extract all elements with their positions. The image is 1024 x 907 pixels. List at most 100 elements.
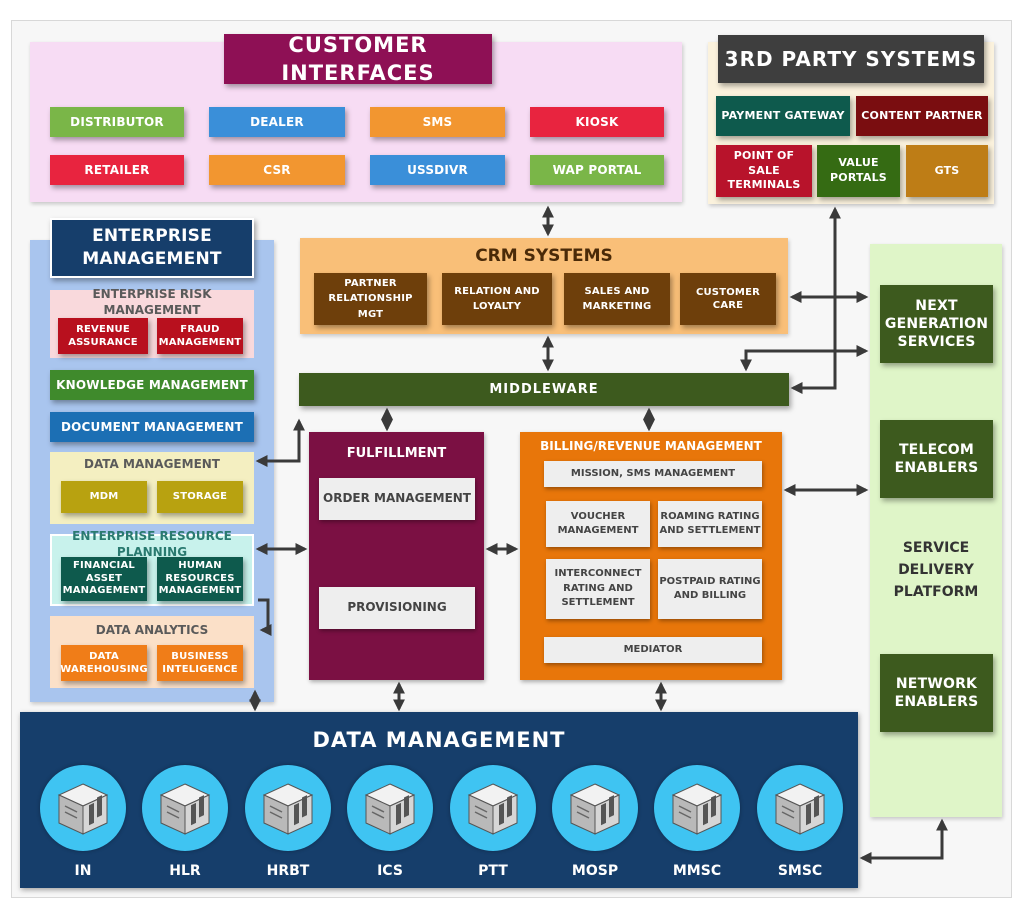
te-line1: TELECOM [898,441,975,458]
fraud-management-line2: MANAGEMENT [158,337,242,348]
server-icon [450,765,536,851]
business-intelligence: BUSINESS INTELIGENCE [157,645,243,681]
arrow-datamgmt-middleware [255,418,305,467]
knowledge-management: KNOWLEDGE MANAGEMENT [50,370,254,400]
roaming-line1: ROAMING RATING [660,510,760,522]
provisioning: PROVISIONING [319,587,475,629]
voucher-line1: VOUCHER [570,510,626,522]
crm-sales-line1: SALES AND [584,285,650,297]
server-label: MMSC [672,863,722,879]
tp-pos-line2: TERMINALS [727,178,801,192]
server-label: PTT [478,863,508,879]
voucher-line2: MANAGEMENT [557,525,639,536]
service-delivery-platform-label: SERVICE DELIVERY PLATFORM [870,536,1002,606]
storage-box: STORAGE [157,481,243,513]
customer-interfaces-title: CUSTOMER INTERFACES [224,33,492,85]
mission-sms-management: MISSION, SMS MANAGEMENT [544,461,762,487]
postpaid-line1: POSTPAID RATING [659,575,761,587]
financial-asset-management: FINANCIAL ASSET MANAGEMENT [61,557,147,601]
server-label: ICS [377,863,403,879]
human-resources-management: HUMAN RESOURCES MANAGEMENT [157,557,243,601]
crm-relation-loyalty: RELATION AND LOYALTY [442,273,552,325]
inter-line2: RATING AND [563,582,633,594]
ci-item-kiosk: KIOSK [530,107,664,137]
mediator: MEDIATOR [544,637,762,663]
document-management: DOCUMENT MANAGEMENT [50,412,254,442]
dw-line1: DATA [89,650,119,662]
crm-relation-line1: RELATION AND [454,285,540,297]
middleware-bar: MIDDLEWARE [299,373,789,406]
server-icon [552,765,638,851]
ci-item-ussdivr: USSDIVR [370,155,505,185]
hrm-line1: HUMAN [178,560,222,572]
enterprise-data-management-title: DATA MANAGEMENT [83,457,220,472]
tp-payment-gateway: PAYMENT GATEWAY [716,96,850,136]
ci-item-retailer: RETAILER [50,155,184,185]
fulfillment-title: FULFILLMENT [346,445,447,461]
sdp-line1: SERVICE [902,540,970,557]
voucher-management: VOUCHER MANAGEMENT [546,501,650,547]
roaming-line2: AND SETTLEMENT [659,525,761,536]
fam-line2: ASSET [85,572,123,584]
hrm-line3: MANAGEMENT [158,585,242,597]
crm-partner-relationship: PARTNER RELATIONSHIP MGT [314,273,427,325]
server-icon [654,765,740,851]
data-analytics-title: DATA ANALYTICS [95,623,209,638]
server-label: SMSC [777,863,823,879]
third-party-title: 3RD PARTY SYSTEMS [718,35,984,83]
fam-line1: FINANCIAL [72,560,135,572]
sdp-line2: DELIVERY [898,562,974,579]
data-management-title: DATA MANAGEMENT [312,728,566,753]
sdp-line3: PLATFORM [893,583,979,600]
bi-line2: INTELIGENCE [162,664,238,675]
interconnect-rating: INTERCONNECT RATING AND SETTLEMENT [546,559,650,619]
crm-relation-line2: LOYALTY [472,301,522,312]
order-management: ORDER MANAGEMENT [319,478,475,520]
ci-item-csr: CSR [209,155,345,185]
billing-title: BILLING/REVENUE MANAGEMENT [540,439,762,454]
arrow-middleware-third-party [790,206,841,394]
tp-gts: GTS [906,145,988,197]
arrow-ngs-middleware [740,345,869,372]
server-icon [40,765,126,851]
revenue-assurance-line2: ASSURANCE [68,337,138,348]
ne-line1: NETWORK [895,675,978,692]
inter-line3: SETTLEMENT [561,597,635,609]
crm-sales-marketing: SALES AND MARKETING [564,273,670,325]
enterprise-title: ENTERPRISE MANAGEMENT [50,218,254,278]
crm-customer-care: CUSTOMER CARE [680,273,776,325]
hrm-line2: RESOURCES [165,572,235,584]
server-icon [347,765,433,851]
ci-item-distributor: DISTRIBUTOR [50,107,184,137]
next-generation-services: NEXT GENERATION SERVICES [880,285,993,363]
data-warehousing: DATA WAREHOUSING [60,645,148,681]
fraud-management-line1: FRAUD [180,323,220,335]
inter-line1: INTERCONNECT [554,568,642,580]
fulfillment-panel [309,432,484,680]
crm-partner-line2: RELATIONSHIP MGT [328,293,413,320]
tp-pos-terminals: POINT OF SALE TERMINALS [716,145,812,197]
revenue-assurance: REVENUE ASSURANCE [58,318,148,354]
revenue-assurance-line1: REVENUE [76,323,130,335]
ci-item-wap-portal: WAP PORTAL [530,155,664,185]
ngs-line1: NEXT [915,297,958,314]
enterprise-title-line1: ENTERPRISE [92,226,212,247]
server-label: HRBT [266,863,310,879]
postpaid-rating: POSTPAID RATING AND BILLING [658,559,762,619]
tp-value-portals: VALUE PORTALS [817,145,900,197]
fraud-management: FRAUD MANAGEMENT [157,318,243,354]
server-label: IN [74,863,92,879]
dw-line2: WAREHOUSING [60,664,148,675]
enterprise-title-line2: MANAGEMENT [82,249,222,269]
network-enablers: NETWORK ENABLERS [880,654,993,732]
server-icon [757,765,843,851]
bi-line1: BUSINESS [171,650,229,662]
ci-item-sms: SMS [370,107,505,137]
crm-sales-line2: MARKETING [582,301,652,312]
ne-line2: ENABLERS [894,694,979,710]
mdm-box: MDM [61,481,147,513]
roaming-rating: ROAMING RATING AND SETTLEMENT [658,501,762,547]
telecom-enablers: TELECOM ENABLERS [880,420,993,498]
server-icon [142,765,228,851]
